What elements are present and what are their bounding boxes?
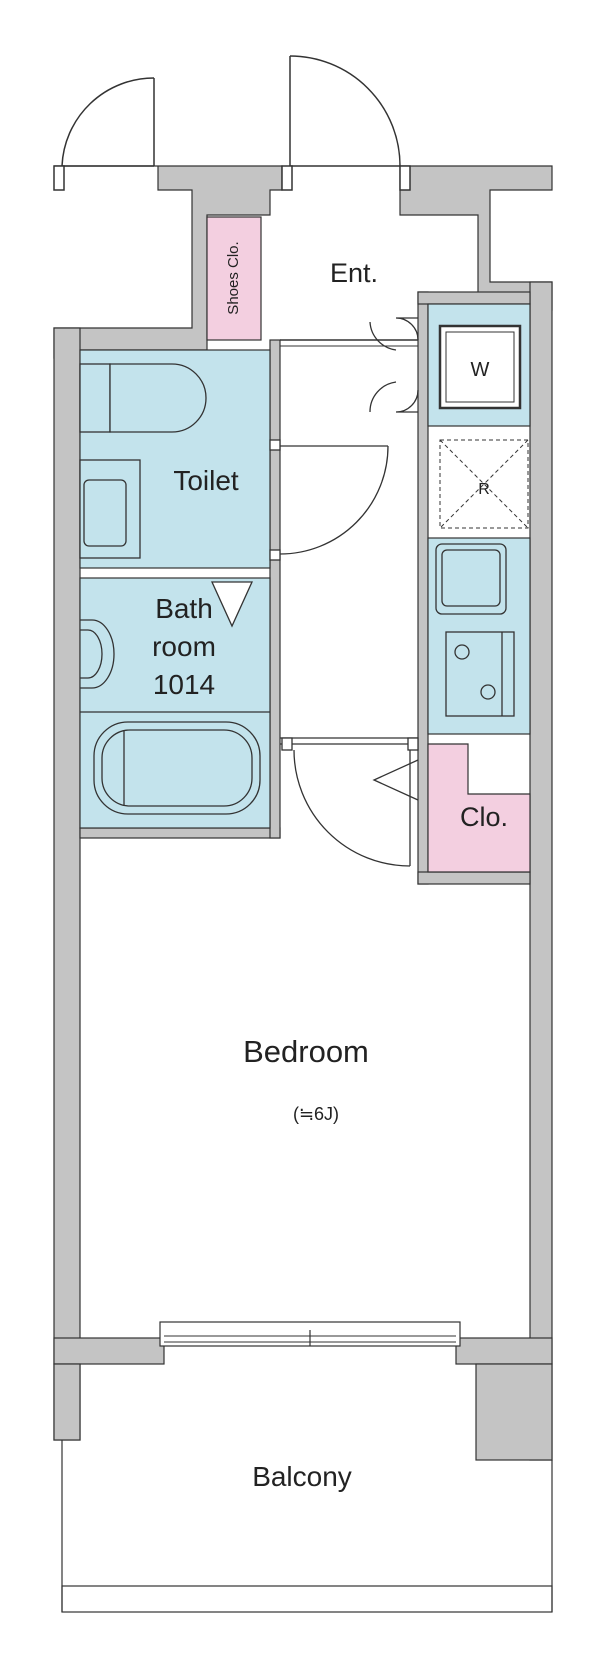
shoes-closet-label: Shoes Clo. xyxy=(225,241,242,314)
kitchen-fixtures xyxy=(435,543,515,717)
bath-sink-inner xyxy=(80,629,103,679)
bedroom-door-jamb2 xyxy=(407,737,419,751)
wall-kitchen-left xyxy=(417,291,429,885)
toilet-door-swing xyxy=(279,445,389,555)
wall-kitchen-top xyxy=(417,291,531,305)
wall-closet-bottom xyxy=(417,871,531,885)
wall-balcony-right xyxy=(475,1363,553,1461)
bedroom-label: Bedroom xyxy=(243,1034,369,1069)
wall-left xyxy=(53,327,81,1441)
bathroom-label-line3: 1014 xyxy=(153,669,215,700)
shoes-closet-area xyxy=(206,216,262,341)
kitchen-counter xyxy=(427,537,531,735)
toilet-door xyxy=(269,439,389,561)
toilet-door-jamb1 xyxy=(269,439,281,451)
entrance-label: Ent. xyxy=(330,258,378,288)
refrigerator xyxy=(439,439,529,529)
washer-machine-inner xyxy=(445,331,515,403)
toilet-tank xyxy=(79,363,111,433)
entrance-doors xyxy=(53,55,411,191)
wall-wetcore-bottom xyxy=(79,827,281,839)
wall-top-mid xyxy=(399,165,553,311)
washer-door-bottom xyxy=(395,389,419,413)
cooktop xyxy=(445,631,515,717)
washer-doors xyxy=(369,317,419,413)
door-right-swing xyxy=(289,55,401,167)
balcony-rail xyxy=(61,1585,553,1613)
bedroom-door-jamb1 xyxy=(281,737,293,751)
bathtub-inner xyxy=(101,729,253,807)
washer-machine xyxy=(438,324,522,410)
bathroom-area xyxy=(79,577,271,829)
wall-bedroom-bottom-right xyxy=(455,1337,553,1365)
wall-wetcore-right xyxy=(269,339,281,839)
bathroom-label-line2: room xyxy=(152,631,216,662)
balcony-label: Balcony xyxy=(252,1461,352,1492)
bathroom-label-line1: Bath xyxy=(155,593,213,624)
washer-label: W xyxy=(471,359,490,381)
washer-door-arc2 xyxy=(369,381,397,413)
closet-door-marker xyxy=(372,759,419,801)
toilet-fixtures xyxy=(79,363,207,559)
toilet-sink xyxy=(83,479,127,547)
refrigerator-box xyxy=(439,439,529,529)
toilet-bowl xyxy=(109,363,207,433)
toilet-label: Toilet xyxy=(173,465,239,496)
burner-2 xyxy=(480,684,496,700)
refrigerator-label: R xyxy=(478,481,490,498)
door-right-jamb-l xyxy=(281,165,293,191)
washer-door-arc xyxy=(369,321,397,351)
door-left-swing xyxy=(61,77,155,167)
balcony xyxy=(61,1440,553,1613)
burner-1 xyxy=(454,644,470,660)
bedroom-window xyxy=(159,1321,461,1347)
bath-fixtures xyxy=(80,581,270,815)
kitchen-sink xyxy=(435,543,507,615)
door-left-jamb xyxy=(53,165,65,191)
bathtub-outer xyxy=(93,721,261,815)
bath-door-marker xyxy=(210,581,254,628)
bedroom-door-swing xyxy=(293,749,411,867)
wall-right xyxy=(529,281,553,1461)
door-right-jamb-r xyxy=(399,165,411,191)
toilet-door-jamb2 xyxy=(269,549,281,561)
washer-door-top xyxy=(395,317,419,341)
wall-bedroom-bottom-left xyxy=(53,1337,165,1365)
bath-sink xyxy=(80,619,115,689)
walls xyxy=(53,165,553,1461)
bedroom-door xyxy=(280,737,419,867)
closet-area xyxy=(427,743,531,873)
kitchen-sink-inner xyxy=(441,549,501,607)
bedroom-size-label: (≒6J) xyxy=(293,1104,339,1124)
wall-balcony-left xyxy=(53,1363,81,1441)
closet-label: Clo. xyxy=(460,802,508,832)
